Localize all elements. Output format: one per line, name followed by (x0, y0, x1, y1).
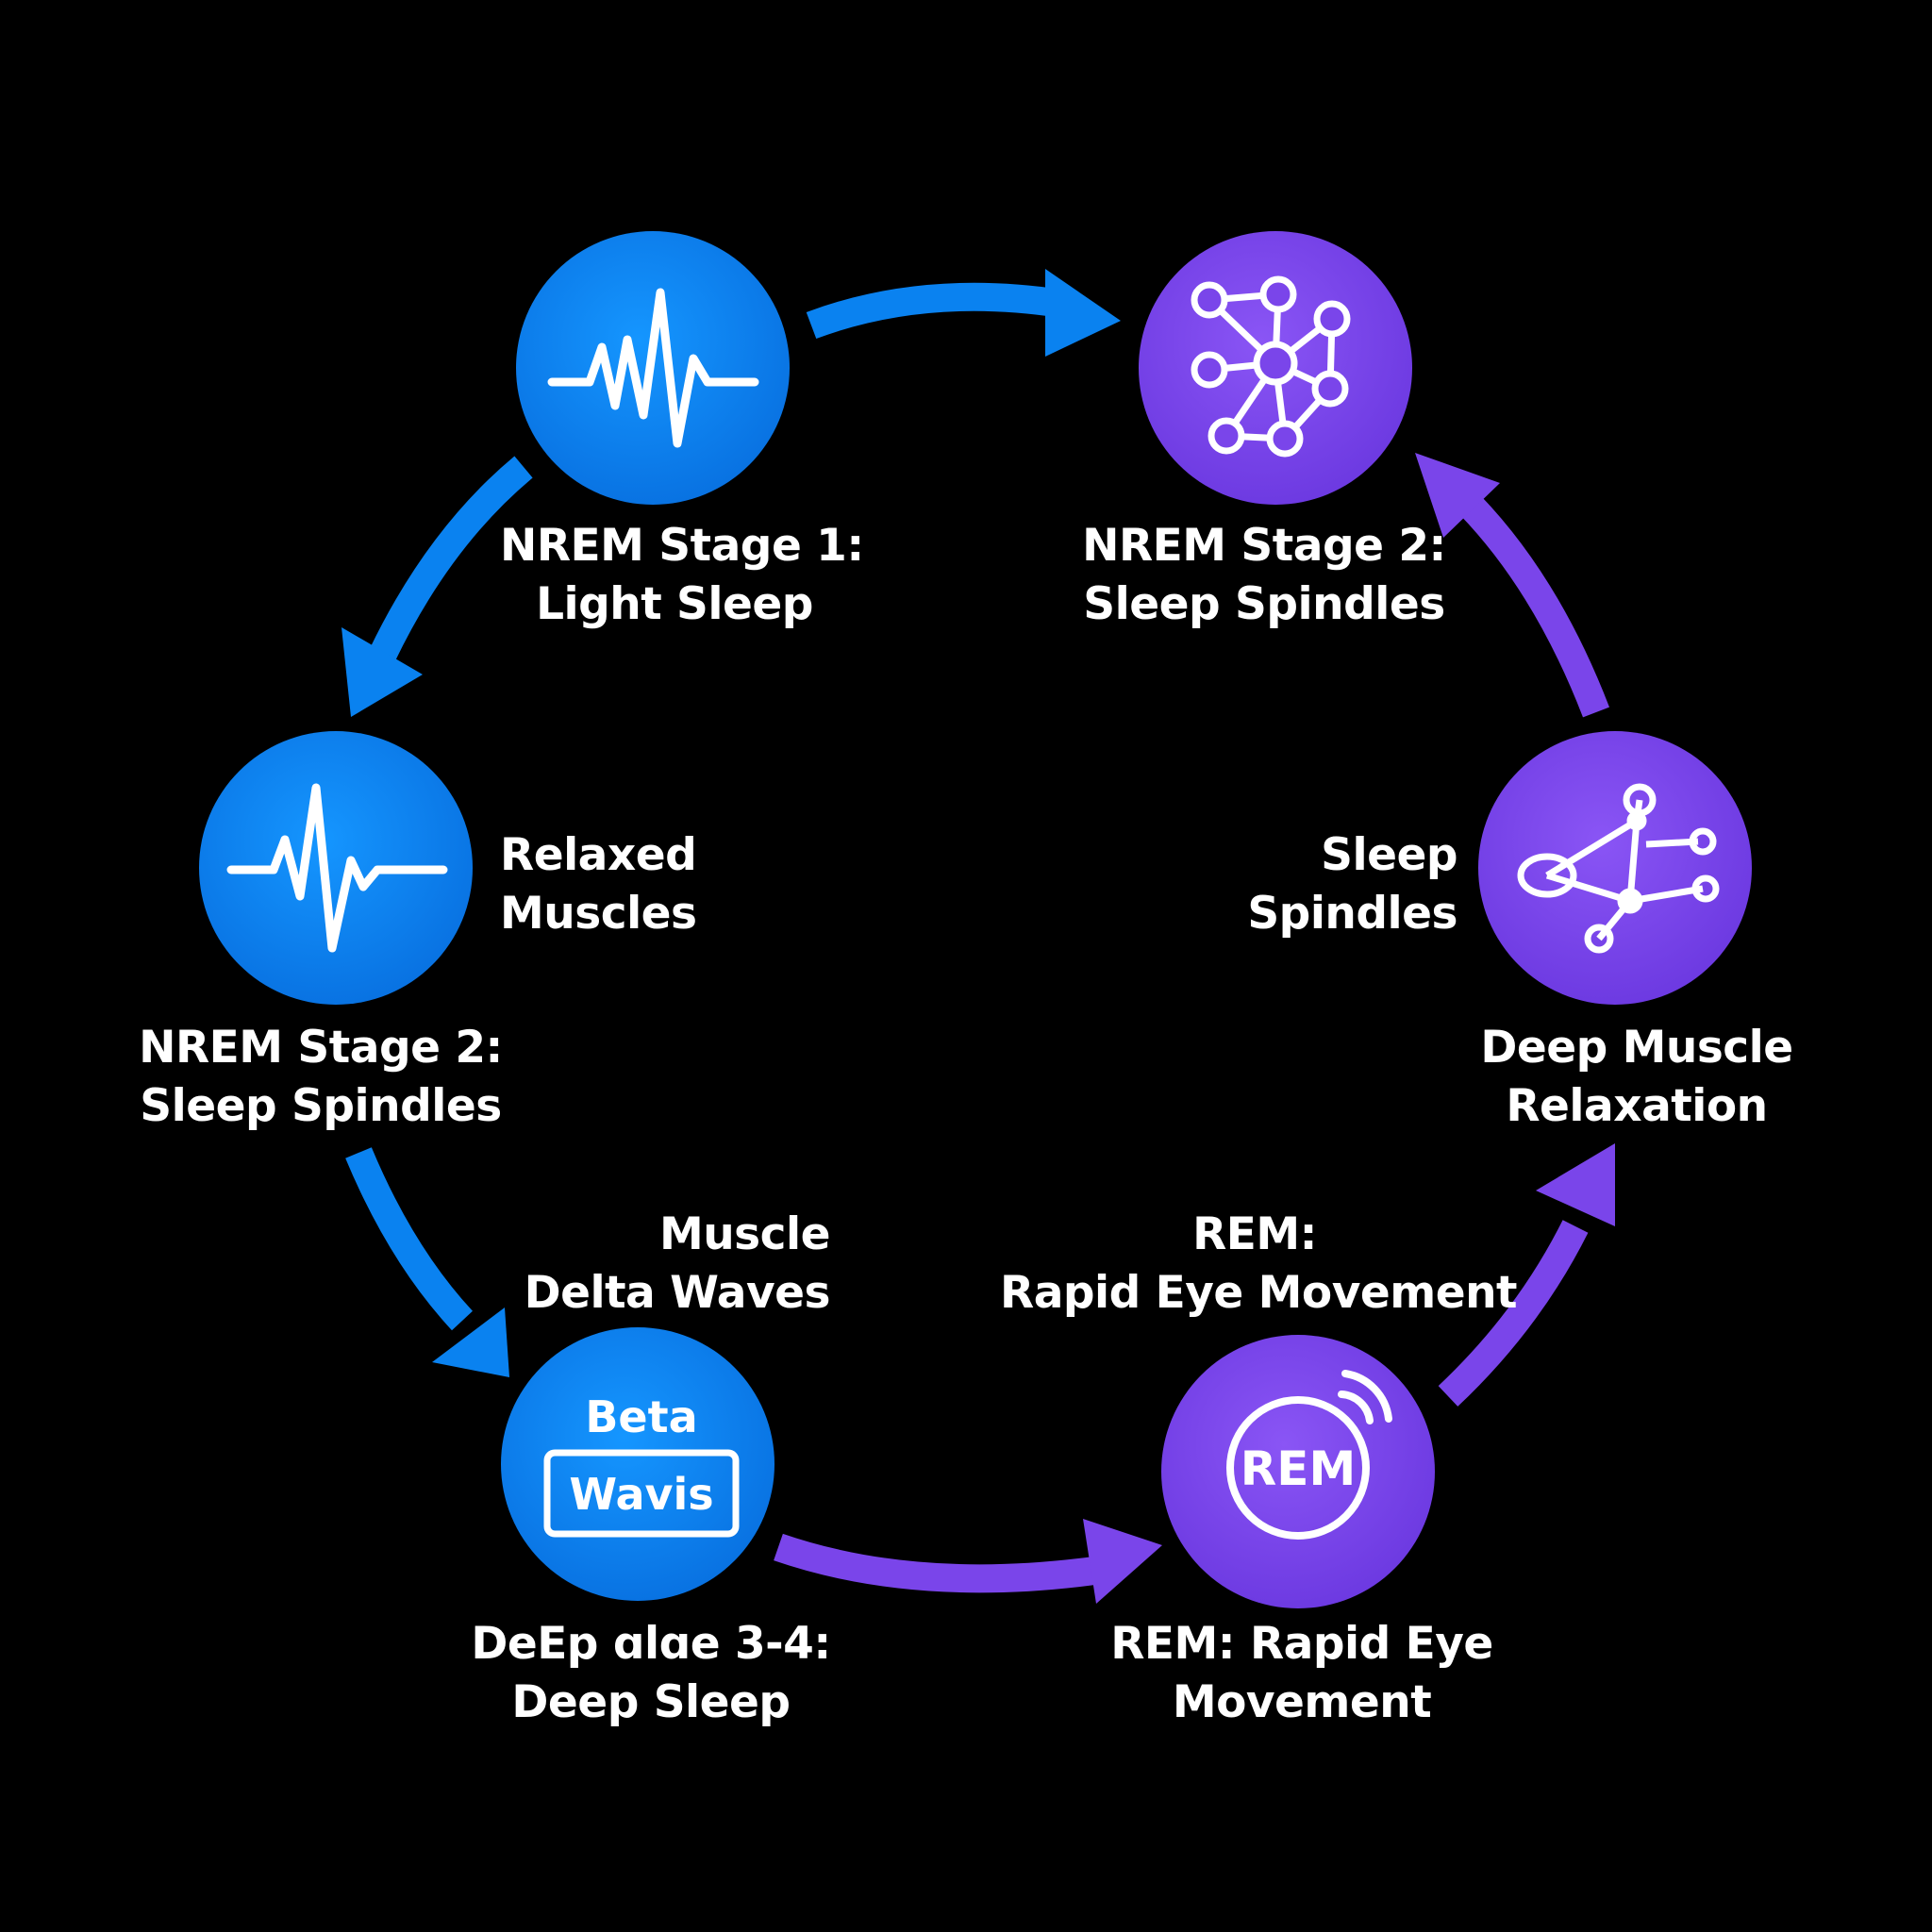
relaxed-muscles-line1: Relaxed (500, 829, 697, 881)
muscle-delta-waves-label: Muscle Delta Waves (491, 1206, 831, 1323)
rem-icon-text: REM (1241, 1441, 1356, 1496)
sleep-spindles-side-line2: Spindles (1247, 888, 1457, 940)
node-stage1 (516, 231, 790, 505)
deep-muscle-relaxation-line2: Relaxation (1506, 1080, 1768, 1132)
stage2-top-label-line2: Sleep Spindles (1083, 578, 1445, 630)
arrow-stage1-to-stage2-left (341, 456, 533, 717)
molecule-graph-icon (1517, 783, 1720, 954)
node-stage2-left (199, 731, 473, 1005)
rem-eye-signal-icon: REM (1226, 1370, 1392, 1540)
beta-icon-text: Beta (585, 1391, 697, 1442)
node-spindles-right (1478, 731, 1752, 1005)
waves-icon-text: Wavis (569, 1469, 713, 1520)
muscle-delta-waves-line2: Delta Waves (524, 1267, 831, 1319)
rem-side-line2: Rapid Eye Movement (1000, 1267, 1518, 1319)
rem-label-line1: REM: Rapid Eye (1110, 1618, 1493, 1670)
deep-label: DeEp ɑlɑe 3-4: Deep Sleep (453, 1615, 849, 1732)
rem-side-label: REM: Rapid Eye Movement (1000, 1206, 1518, 1323)
stage2-top-label: NREM Stage 2: Sleep Spindles (1066, 517, 1462, 634)
stage2-left-label-line1: NREM Stage 2: (139, 1022, 503, 1074)
rem-side-line1: REM: (1192, 1208, 1317, 1260)
stage2-left-label-line2: Sleep Spindles (140, 1080, 502, 1132)
arrow-stage1-to-stage2-top (806, 269, 1121, 357)
node-rem: REM (1161, 1335, 1435, 1608)
sleep-spindles-side-label: Sleep Spindles (1217, 826, 1457, 943)
stage2-left-label: NREM Stage 2: Sleep Spindles (132, 1019, 509, 1136)
arrow-deep-to-rem (774, 1519, 1162, 1604)
relaxed-muscles-line2: Muscles (500, 888, 697, 940)
stage1-label: NREM Stage 1: Light Sleep (500, 517, 864, 634)
deep-muscle-relaxation-label: Deep Muscle Relaxation (1448, 1019, 1825, 1136)
heartbeat-waveform-icon (226, 783, 448, 953)
muscle-delta-waves-line1: Muscle (658, 1208, 831, 1260)
deep-label-line1: DeEp ɑlɑe 3-4: (471, 1618, 831, 1670)
node-deep: Beta Wavis (501, 1327, 774, 1601)
arrow-rem-to-spindles-right (1438, 1143, 1615, 1407)
rem-label: REM: Rapid Eye Movement (1094, 1615, 1509, 1732)
arrow-stage2-left-to-deep (345, 1147, 509, 1377)
stage2-left-circle (199, 731, 473, 1005)
rem-circle (1161, 1335, 1435, 1608)
deep-label-line2: Deep Sleep (511, 1676, 791, 1728)
spindles-right-circle (1478, 731, 1752, 1005)
node-stage2-top (1139, 231, 1412, 505)
beta-waves-badge-icon: Beta Wavis (543, 1391, 740, 1538)
sleep-spindles-side-line1: Sleep (1321, 829, 1457, 881)
heartbeat-waveform-icon (547, 288, 759, 448)
network-nodes-icon (1191, 275, 1351, 458)
arrow-spindles-right-to-stage2-top (1415, 453, 1609, 718)
stage1-label-line1: NREM Stage 1: (500, 520, 864, 572)
connection-arrows (341, 269, 1615, 1604)
relaxed-muscles-label: Relaxed Muscles (500, 826, 745, 943)
stage1-label-line2: Light Sleep (536, 578, 813, 630)
deep-muscle-relaxation-line1: Deep Muscle (1480, 1022, 1793, 1074)
stage2-top-label-line1: NREM Stage 2: (1082, 520, 1446, 572)
rem-label-line2: Movement (1172, 1676, 1432, 1728)
